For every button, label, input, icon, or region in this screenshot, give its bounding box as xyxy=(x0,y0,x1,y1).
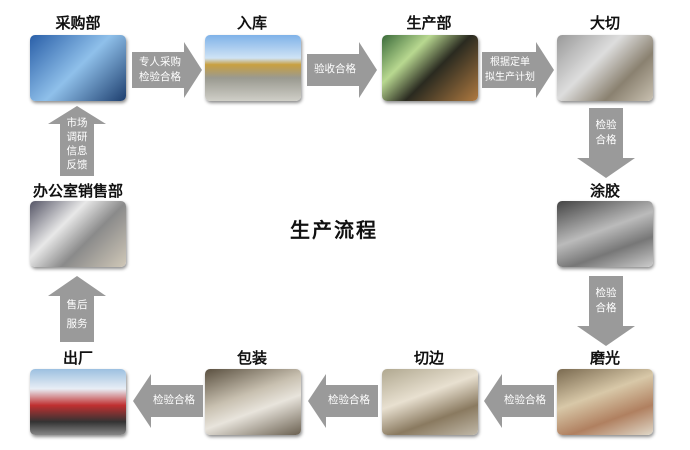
arrow-label: 验收合格 xyxy=(314,63,356,75)
arrow-left-2: 检验合格 xyxy=(308,374,378,428)
arrow-down-1: 检验 合格 xyxy=(577,108,635,178)
arrow-label: 检验 合格 xyxy=(595,287,617,314)
node-title-packaging: 包装 xyxy=(236,349,267,367)
arrow-right-1: 专人采购 检验合格 xyxy=(132,42,202,98)
center-title: 生产流程 xyxy=(290,218,378,242)
arrow-down-2: 检验 合格 xyxy=(577,276,635,346)
packaging-photo xyxy=(205,369,301,435)
arrow-label: 售后 服务 xyxy=(66,299,88,330)
arrow-left-3: 检验合格 xyxy=(133,374,203,428)
node-title-cutting: 大切 xyxy=(589,14,620,32)
edging-photo xyxy=(382,369,478,435)
arrow-up-1: 售后 服务 xyxy=(48,276,106,342)
arrow-label: 根据定单 拟生产计划 xyxy=(485,57,535,83)
cutting-photo xyxy=(557,35,653,101)
purchasing-photo xyxy=(30,35,126,101)
arrow-label: 检验 合格 xyxy=(595,119,617,146)
node-title-gluing: 涂胶 xyxy=(589,182,620,200)
arrow-left-1: 检验合格 xyxy=(484,374,554,428)
arrow-right-2: 验收合格 xyxy=(307,42,377,98)
node-title-production: 生产部 xyxy=(406,14,452,32)
gluing-photo xyxy=(557,201,653,267)
node-title-edging: 切边 xyxy=(413,349,444,367)
arrow-label: 检验合格 xyxy=(153,394,195,406)
arrow-label: 专人采购 检验合格 xyxy=(139,56,181,83)
arrow-label: 市场 调研 信息 反馈 xyxy=(66,117,88,171)
node-title-warehouse: 入库 xyxy=(236,14,267,32)
sales-photo xyxy=(30,201,126,267)
node-title-shipping: 出厂 xyxy=(62,349,93,367)
arrow-up-2: 市场 调研 信息 反馈 xyxy=(48,106,106,176)
arrow-label: 检验合格 xyxy=(504,394,546,406)
node-title-purchasing: 采购部 xyxy=(55,14,101,32)
production-photo xyxy=(382,35,478,101)
warehouse-photo xyxy=(205,35,301,101)
arrow-right-3: 根据定单 拟生产计划 xyxy=(482,42,554,98)
node-title-polishing: 磨光 xyxy=(589,349,620,367)
node-title-sales: 办公室销售部 xyxy=(32,182,123,200)
shipping-photo xyxy=(30,369,126,435)
arrow-label: 检验合格 xyxy=(328,394,370,406)
polishing-photo xyxy=(557,369,653,435)
